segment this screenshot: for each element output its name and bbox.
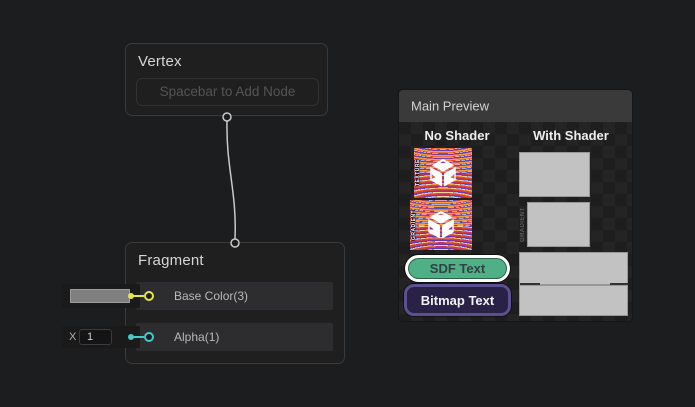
main-preview-body: No Shader With Shader TEXTURE GRADIENT [399, 122, 632, 321]
bitmap-text-sample: Bitmap Text [404, 284, 511, 316]
shader-rect-notch-right [610, 283, 628, 285]
gradient-shader-vertical-label: GRADIENT [520, 207, 526, 242]
color-swatch[interactable] [70, 289, 130, 303]
fragment-node-title: Fragment [138, 252, 204, 269]
main-preview-title: Main Preview [411, 98, 490, 114]
texture-sample-vertical-label: TEXTURE [415, 159, 421, 187]
sdf-shader-result-rect [519, 252, 628, 285]
sdf-text-sample: SDF Text [405, 255, 510, 282]
x-component-label: X [69, 331, 77, 343]
base-color-port-label: Base Color(3) [174, 289, 249, 303]
shader-rect-notch-left [520, 283, 540, 285]
main-preview-header[interactable]: Main Preview [399, 90, 632, 122]
alpha-port-label: Alpha(1) [174, 330, 220, 344]
alpha-value-input[interactable]: 1 [79, 329, 112, 345]
gradient-shader-result-rect [527, 202, 590, 247]
texture-sample-image: TEXTURE [414, 148, 472, 198]
gradient-sample-image: GRADIENT [410, 200, 472, 250]
port-row-base-color[interactable]: Base Color(3) [136, 282, 333, 310]
sdf-text-label: SDF Text [408, 258, 507, 279]
gradient-sample-vertical-label: GRADIENT [411, 209, 417, 241]
base-color-swatch-widget[interactable] [62, 284, 140, 308]
unity-cube-logo-icon [428, 210, 454, 239]
column-header-with-shader: With Shader [533, 128, 609, 143]
fragment-node[interactable]: Fragment Base Color(3) Alpha(1) [125, 242, 345, 364]
port-row-alpha[interactable]: Alpha(1) [136, 323, 333, 351]
unity-cube-logo-icon [430, 158, 456, 187]
vertex-node[interactable]: Vertex Spacebar to Add Node [125, 43, 328, 116]
alpha-value-widget[interactable]: X 1 [62, 326, 140, 348]
vertex-node-title: Vertex [138, 53, 182, 70]
main-preview-panel[interactable]: Main Preview No Shader With Shader TEXTU… [399, 90, 632, 321]
texture-shader-result-rect [519, 152, 590, 197]
add-node-placeholder[interactable]: Spacebar to Add Node [136, 78, 319, 106]
vertex-to-fragment-edge[interactable] [226, 120, 236, 240]
column-header-no-shader: No Shader [424, 128, 490, 143]
bitmap-shader-result-rect [519, 285, 628, 316]
